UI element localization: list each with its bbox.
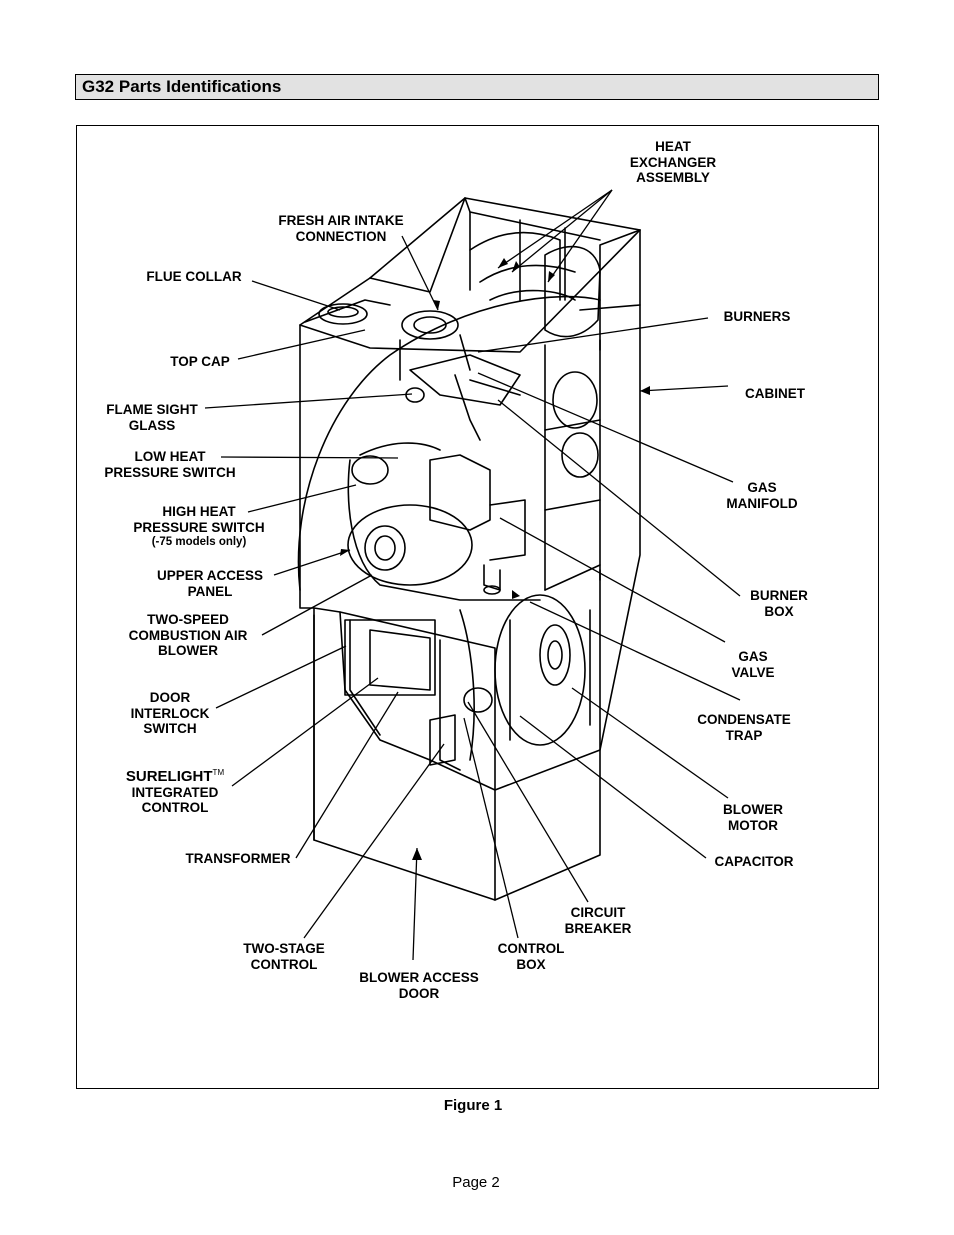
label-condensate-trap: CONDENSATE TRAP — [697, 712, 791, 743]
section-header: G32 Parts Identifications — [75, 74, 879, 100]
label-gas-valve: GAS VALVE — [731, 649, 775, 680]
label-blower-motor: BLOWER MOTOR — [723, 802, 783, 833]
cabinet-outline — [299, 197, 641, 901]
label-top-cap: TOP CAP — [170, 354, 230, 369]
trademark-mark: TM — [212, 768, 225, 777]
figure-frame — [76, 125, 879, 1089]
label-gas-manifold: GAS MANIFOLD — [726, 480, 798, 511]
label-two-stage-control: TWO-STAGE CONTROL — [243, 941, 325, 972]
label-burner-box: BURNER BOX — [750, 588, 808, 619]
label-flue-collar: FLUE COLLAR — [146, 269, 242, 284]
label-cabinet: CABINET — [745, 386, 805, 401]
label-surelight-control: SURELIGHTTM INTEGRATED CONTROL — [125, 768, 225, 815]
label-blower-access-door: BLOWER ACCESS DOOR — [359, 970, 479, 1001]
label-low-heat-pressure-switch: LOW HEAT PRESSURE SWITCH — [104, 449, 236, 480]
label-burners: BURNERS — [723, 309, 791, 324]
label-upper-access-panel: UPPER ACCESS PANEL — [156, 568, 264, 599]
label-high-heat-pressure-switch: HIGH HEAT PRESSURE SWITCH (-75 models on… — [133, 504, 265, 548]
label-capacitor: CAPACITOR — [714, 854, 794, 869]
label-fresh-air-intake: FRESH AIR INTAKE CONNECTION — [278, 213, 404, 244]
section-title: G32 Parts Identifications — [82, 77, 282, 96]
label-circuit-breaker: CIRCUIT BREAKER — [564, 905, 632, 936]
page-number: Page 2 — [452, 1174, 500, 1191]
label-flame-sight-glass: FLAME SIGHT GLASS — [106, 402, 198, 433]
figure-caption: Figure 1 — [443, 1097, 503, 1114]
flue-collar-shape — [318, 303, 368, 325]
label-heat-exchanger: HEAT EXCHANGER ASSEMBLY — [629, 139, 717, 185]
blower-motor-shape — [494, 594, 586, 746]
combustion-blower-shape — [347, 504, 473, 586]
label-transformer: TRANSFORMER — [185, 851, 291, 866]
label-control-box: CONTROL BOX — [497, 941, 565, 972]
surelight-brand: SURELIGHT — [125, 768, 213, 785]
label-two-speed-blower: TWO-SPEED COMBUSTION AIR BLOWER — [128, 612, 248, 658]
label-door-interlock-switch: DOOR INTERLOCK SWITCH — [130, 690, 210, 736]
